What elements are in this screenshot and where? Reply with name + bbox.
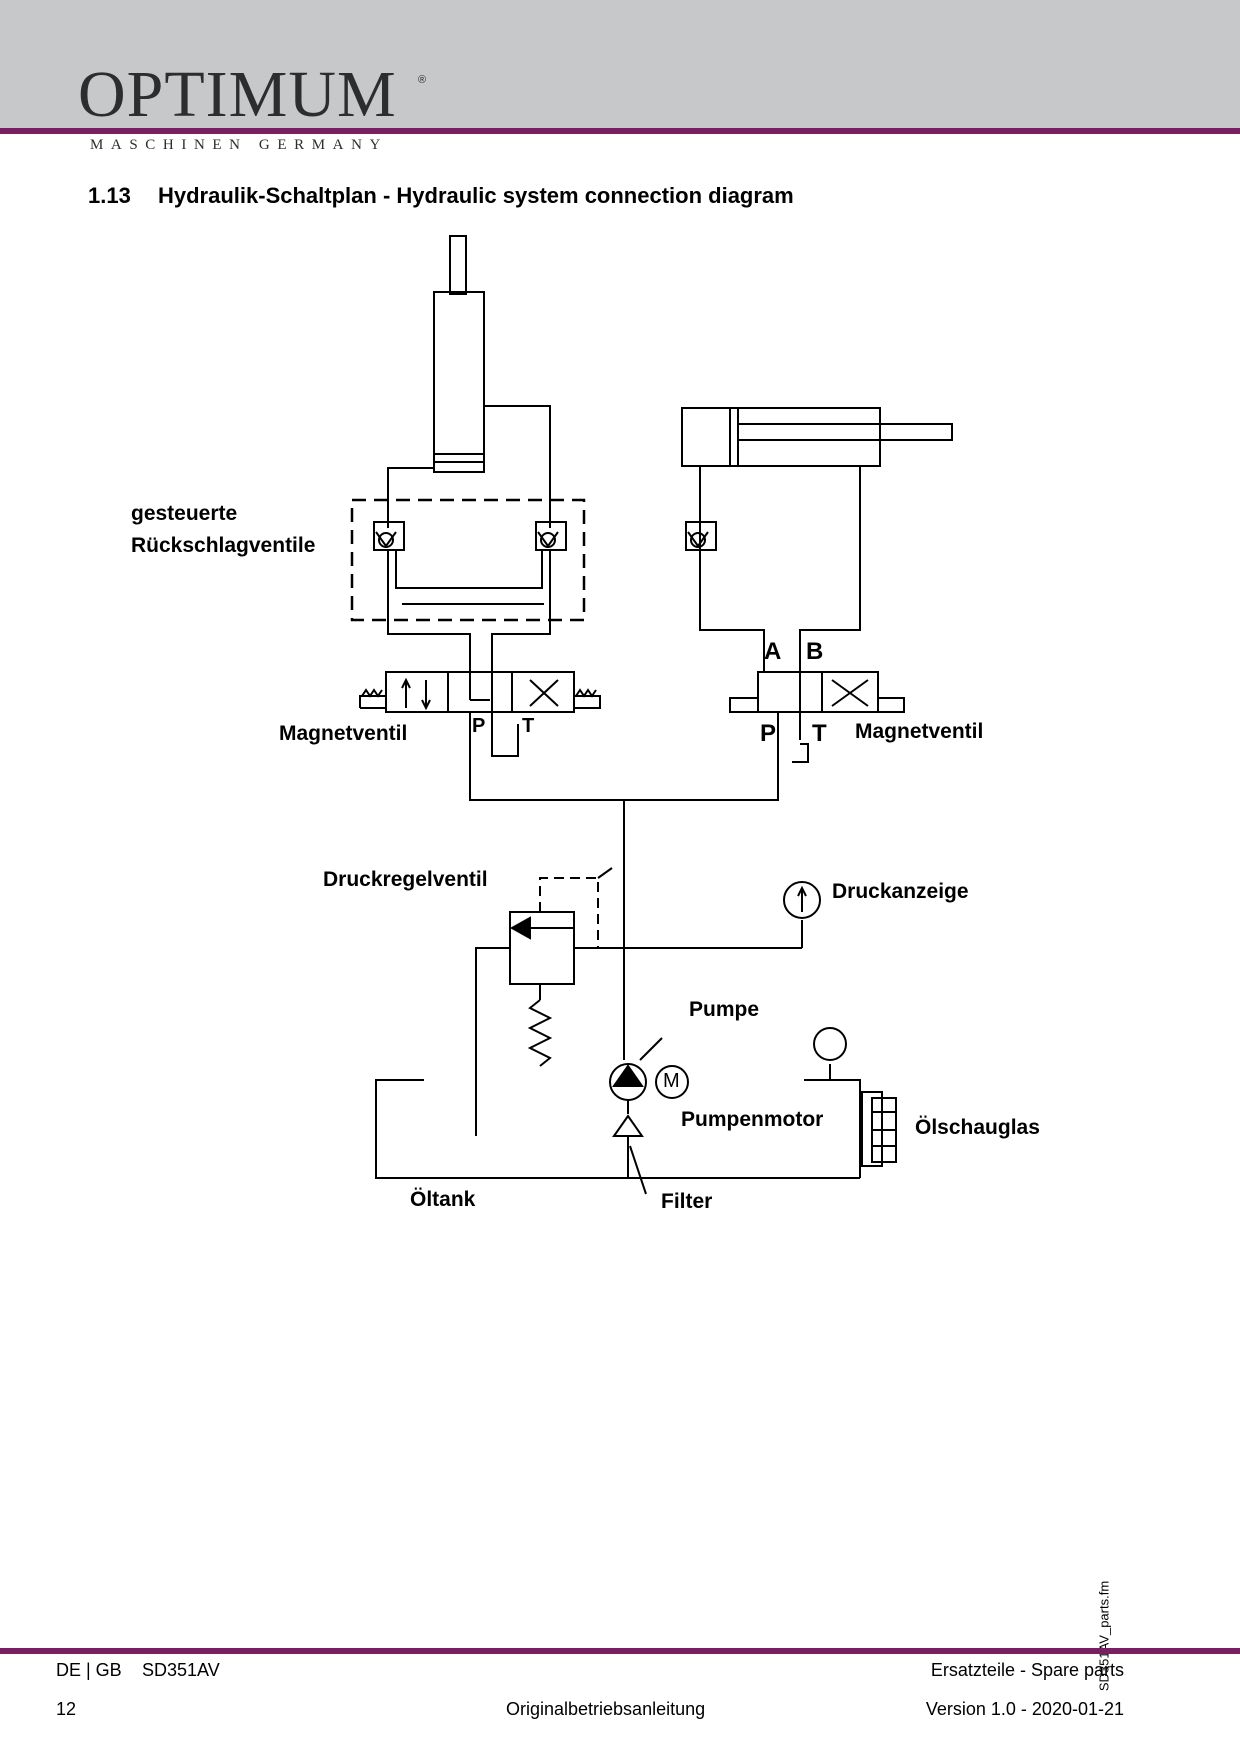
cylinder-lines-left xyxy=(387,405,551,528)
pilot-internal-lines xyxy=(387,550,551,620)
pump-symbol xyxy=(609,1037,663,1101)
port-right-p: P xyxy=(760,720,777,747)
port-right-t: T xyxy=(812,720,827,747)
label-pressure-regulator: Druckregelventil xyxy=(323,868,488,891)
footer-model: SD351AV xyxy=(142,1660,220,1680)
port-right-b: B xyxy=(806,638,824,665)
pressure-gauge xyxy=(624,881,821,949)
header-band xyxy=(0,0,1240,128)
section-title: 1.13 Hydraulik-Schaltplan - Hydraulic sys… xyxy=(88,183,794,209)
right-valve-pt-lines xyxy=(624,712,809,801)
label-check-valves-line2: Rückschlagventile xyxy=(131,534,316,557)
check-valve-right xyxy=(685,521,717,551)
footer-page-number: 12 xyxy=(56,1699,77,1719)
label-pump: Pumpe xyxy=(689,998,760,1021)
section-number: 1.13 xyxy=(88,183,131,208)
section-title-text: Hydraulik-Schaltplan - Hydraulic system … xyxy=(158,183,794,208)
right-cylinder-lines xyxy=(699,466,861,672)
filter-symbol xyxy=(612,1100,647,1195)
label-check-valves-line1: gesteuerte xyxy=(131,502,238,525)
label-solenoid-valve-left: Magnetventil xyxy=(279,722,408,745)
horizontal-cylinder xyxy=(681,407,953,467)
registered-mark: ® xyxy=(418,74,427,86)
label-oil-sight-glass: Ölschauglas xyxy=(915,1116,1040,1139)
left-valve-pt-lines xyxy=(469,712,624,801)
left-solenoid-valve xyxy=(359,671,601,713)
footer-rule xyxy=(0,1648,1240,1654)
motor-letter: M xyxy=(663,1070,680,1092)
brand-tagline: MASCHINEN GERMANY xyxy=(90,137,388,153)
right-solenoid-valve xyxy=(729,671,905,713)
pilot-box xyxy=(350,498,586,622)
pump-motor-symbol xyxy=(655,1065,689,1099)
footer-version: Version 1.0 - 2020-01-21 xyxy=(925,1699,1124,1719)
pressure-regulator-valve xyxy=(475,867,624,1136)
label-oil-tank: Öltank xyxy=(410,1188,476,1211)
footer-doc-type: Originalbetriebsanleitung xyxy=(506,1699,706,1719)
brand-logo: OPTIMUM xyxy=(78,58,397,131)
header-rule xyxy=(0,128,1240,134)
label-pump-motor: Pumpenmotor xyxy=(681,1108,824,1131)
left-valve-feed-lines xyxy=(387,620,551,672)
label-pressure-gauge: Druckanzeige xyxy=(832,880,969,903)
port-left-t: T xyxy=(522,715,535,737)
label-solenoid-valve-right: Magnetventil xyxy=(855,720,984,743)
label-filter: Filter xyxy=(661,1190,713,1213)
oil-sight-glass xyxy=(861,1091,897,1167)
footer-language: DE | GB xyxy=(56,1660,122,1680)
vertical-cylinder xyxy=(433,235,485,473)
port-left-p: P xyxy=(472,715,486,737)
footer-section: Ersatzteile - Spare parts xyxy=(930,1660,1124,1680)
port-right-a: A xyxy=(764,638,782,665)
oil-tank xyxy=(375,1027,861,1179)
check-valve-left-2 xyxy=(535,521,567,551)
